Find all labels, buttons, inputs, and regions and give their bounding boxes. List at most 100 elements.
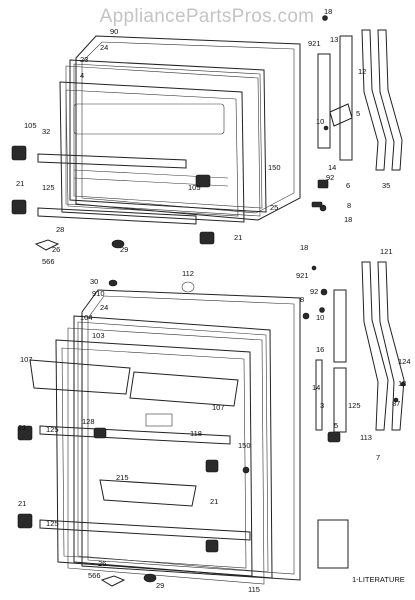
- callout-24: 24: [100, 43, 108, 52]
- freezer-outer-door: [75, 35, 301, 221]
- fresh-food-handle-7: [361, 261, 389, 431]
- callout-21: 21: [18, 499, 26, 508]
- callout-21: 21: [18, 423, 26, 432]
- site-watermark: AppliancePartsPros.com: [100, 6, 315, 27]
- callout-910: 910: [92, 289, 105, 298]
- freezer-hinge-5: [329, 103, 353, 127]
- part-26-plug: [34, 239, 60, 251]
- callout-7: 7: [376, 453, 380, 462]
- literature-label: 1-LITERATURE: [352, 575, 405, 584]
- callout-3: 3: [320, 401, 324, 410]
- callout-121: 121: [380, 247, 393, 256]
- callout-29: 29: [156, 581, 164, 590]
- callout-104: 104: [80, 313, 93, 322]
- callout-18: 18: [324, 7, 332, 16]
- freezer-hinge-bar-13: [317, 53, 331, 149]
- freezer-shelf-bar-lower: [37, 207, 197, 225]
- fresh-food-shelf-bar-lower: [39, 519, 251, 541]
- callout-12: 12: [358, 67, 366, 76]
- door-bin-215: [99, 479, 197, 507]
- callout-32: 32: [42, 127, 50, 136]
- callout-921: 921: [296, 271, 309, 280]
- callout-18: 18: [300, 243, 308, 252]
- butter-compartment-118: [145, 413, 173, 427]
- door-bin-107-left: [29, 359, 131, 395]
- callout-112: 112: [182, 269, 194, 278]
- callout-28: 28: [56, 225, 64, 234]
- hinge-bar-5-lower: [333, 289, 347, 363]
- callout-566: 566: [42, 257, 55, 266]
- door-bin-107-right: [129, 371, 239, 407]
- shelf-bracket-left-lower: [11, 199, 27, 215]
- fresh-food-handle-121: [377, 261, 405, 431]
- callout-215: 215: [116, 473, 129, 482]
- freezer-inner-liner: [59, 81, 245, 223]
- callout-92: 92: [326, 173, 334, 182]
- callout-14: 14: [312, 383, 320, 392]
- callout-21: 21: [234, 233, 242, 242]
- callout-118: 118: [190, 429, 202, 438]
- part-29-plug: [111, 239, 125, 249]
- callout-14: 14: [328, 163, 336, 172]
- callout-8: 8: [300, 295, 304, 304]
- callout-90: 90: [110, 27, 118, 36]
- callout-26: 26: [98, 559, 106, 568]
- callout-113: 113: [360, 433, 372, 442]
- callout-92: 92: [310, 287, 318, 296]
- callout-150: 150: [268, 163, 281, 172]
- callout-105: 105: [188, 183, 201, 192]
- callout-5: 5: [356, 109, 360, 118]
- callout-105: 105: [24, 121, 37, 130]
- freezer-handle-6: [361, 29, 387, 171]
- callout-23: 23: [80, 55, 88, 64]
- hinge-bar-125-lower: [333, 367, 347, 433]
- rod-14: [315, 359, 323, 431]
- callout-103: 103: [92, 331, 105, 340]
- cap-112: [181, 281, 195, 293]
- callout-10: 10: [316, 117, 324, 126]
- freezer-door-assembly: [11, 15, 403, 251]
- fresh-food-outer-door: [81, 289, 301, 581]
- callout-26: 26: [52, 245, 60, 254]
- freezer-handle-35: [377, 29, 403, 171]
- callout-4: 4: [80, 71, 84, 80]
- callout-125: 125: [46, 519, 59, 528]
- callout-21: 21: [16, 179, 24, 188]
- literature-booklet-icon: [317, 519, 349, 569]
- freezer-shelf-bar: [37, 153, 187, 169]
- callout-18: 18: [344, 215, 352, 224]
- callout-107: 107: [20, 355, 33, 364]
- callout-10: 10: [316, 313, 324, 322]
- shelf-bracket-left-upper: [11, 145, 27, 161]
- callout-13: 13: [398, 379, 406, 388]
- callout-125: 125: [348, 401, 361, 410]
- callout-5: 5: [334, 421, 338, 430]
- callout-24: 24: [100, 303, 108, 312]
- callout-35: 35: [382, 181, 390, 190]
- callout-87: 87: [392, 399, 400, 408]
- fresh-food-shelf-bar-upper: [39, 425, 231, 445]
- callout-150: 150: [238, 441, 251, 450]
- callout-921: 921: [308, 39, 321, 48]
- callout-128: 128: [82, 417, 95, 426]
- callout-125: 125: [42, 183, 55, 192]
- callout-6: 6: [346, 181, 350, 190]
- callout-107: 107: [212, 403, 225, 412]
- callout-30: 30: [90, 277, 98, 286]
- callout-115: 115: [248, 585, 260, 594]
- callout-29: 29: [120, 245, 128, 254]
- callout-124: 124: [398, 357, 411, 366]
- fresh-food-door-assembly: [17, 261, 406, 587]
- callout-566: 566: [88, 571, 101, 580]
- freezer-hinge-bar-12: [339, 35, 353, 161]
- callout-25: 25: [270, 203, 278, 212]
- callout-125: 125: [46, 425, 59, 434]
- callout-16: 16: [316, 345, 324, 354]
- callout-8: 8: [347, 201, 351, 210]
- fresh-food-inner-liner: [55, 339, 253, 577]
- callout-13: 13: [330, 35, 338, 44]
- callout-21: 21: [210, 497, 218, 506]
